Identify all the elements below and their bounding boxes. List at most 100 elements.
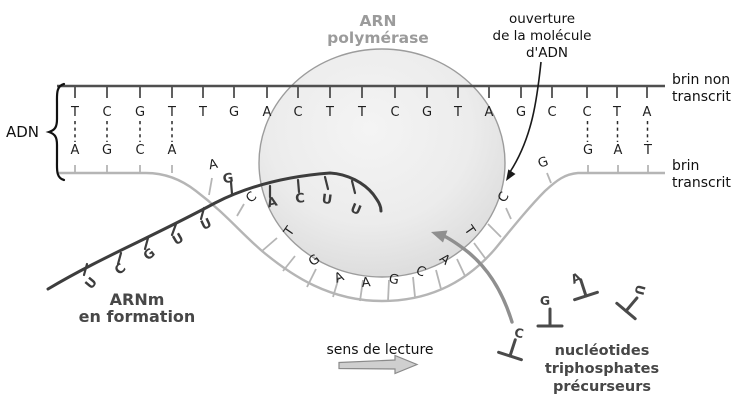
mrna-tick — [143, 236, 150, 251]
template-rung — [261, 237, 278, 252]
nontemplate-base: C — [582, 105, 591, 120]
dna-opening-label-line3: d'ADN — [526, 45, 568, 61]
nontranscribed-strand-label: brin non — [672, 72, 730, 88]
template-base: T — [643, 143, 652, 158]
reading-direction-arrow-icon — [338, 354, 419, 375]
mrna-base: U — [83, 275, 101, 293]
incoming-nucleotide-arrow — [442, 234, 514, 324]
adn-label: ADN — [6, 123, 39, 141]
nontemplate-base: T — [167, 105, 176, 120]
mrna-tick — [116, 251, 123, 266]
nontemplate-base: T — [357, 105, 366, 120]
template-tick — [236, 203, 245, 217]
free-nucleotide-icon — [573, 278, 599, 302]
nucleotides-label-line3: précurseurs — [553, 379, 651, 395]
template-tick — [208, 177, 213, 196]
free-nucleotide-icon — [536, 307, 564, 328]
nucleotide-stem-icon — [508, 338, 517, 358]
mrna-base: G — [222, 171, 235, 187]
template-base: G — [583, 143, 593, 158]
mrna-tick — [229, 180, 234, 196]
template-base: A — [71, 143, 80, 158]
template-rung — [306, 268, 317, 288]
nontemplate-base: A — [485, 105, 494, 120]
dna-opening-arrow — [509, 61, 542, 173]
nontemplate-base: A — [643, 105, 652, 120]
free-nucleotide-base: U — [631, 283, 648, 297]
mrna-tick — [350, 179, 357, 195]
free-nucleotide-icon — [497, 338, 523, 362]
mrna-tick — [82, 262, 89, 277]
transcribed-strand-label-line2: transcrit — [672, 175, 731, 191]
template-base: A — [168, 143, 177, 158]
template-rung — [473, 242, 486, 259]
template-ticks — [74, 165, 649, 220]
template-base: A — [361, 275, 372, 291]
template-rung — [282, 255, 296, 272]
template-base: A — [207, 157, 219, 174]
nontemplate-base: A — [263, 105, 272, 120]
template-base: C — [135, 143, 144, 158]
transcribed-strand-label: brin — [672, 158, 699, 174]
mrna-base: C — [295, 191, 306, 207]
nontemplate-base: T — [70, 105, 79, 120]
template-base: G — [388, 272, 401, 289]
nucleotide-stem-icon — [624, 296, 639, 313]
nucleotides-label-line2: triphosphates — [545, 361, 659, 377]
mrna-base: G — [141, 246, 159, 264]
template-rung — [332, 276, 340, 298]
nontemplate-base: G — [229, 105, 239, 120]
rna-polymerase-label-line2: polymérase — [327, 29, 429, 47]
nontemplate-base: G — [135, 105, 145, 120]
nontemplate-ticks — [74, 87, 648, 98]
template-rung — [359, 279, 364, 302]
mrna-base: U — [170, 231, 187, 249]
dna-opening-label: ouverture — [509, 11, 575, 27]
incoming-nucleotide-arrowhead-icon — [431, 230, 448, 243]
nucleotide-stem-icon — [579, 278, 588, 298]
template-rungs — [261, 223, 502, 302]
dna-opening-label-line2: de la molécule — [493, 28, 592, 44]
template-rung — [387, 279, 390, 302]
nontemplate-base: G — [422, 105, 432, 120]
template-rung — [456, 258, 466, 277]
template-rung — [487, 223, 502, 238]
template-base: G — [536, 154, 551, 172]
mrna-ticks — [82, 175, 357, 277]
template-rung — [412, 276, 416, 298]
nontemplate-base: T — [325, 105, 334, 120]
template-strand-backbone — [57, 171, 665, 303]
template-base: G — [102, 143, 112, 158]
template-base: A — [614, 143, 623, 158]
nucleotides-label: nucléotides — [555, 343, 650, 359]
reading-direction-label: sens de lecture — [326, 342, 433, 358]
nontemplate-base: C — [293, 105, 302, 120]
nontemplate-base: G — [516, 105, 526, 120]
mrna-base: U — [348, 201, 363, 219]
mrna-tick — [296, 178, 301, 194]
dna-opening-arrowhead-icon — [506, 169, 516, 181]
mrna-label-line2: en formation — [79, 307, 196, 326]
template-tick — [546, 172, 552, 184]
mrna-tick — [323, 175, 330, 191]
template-rung — [435, 269, 442, 290]
nontemplate-base: T — [198, 105, 207, 120]
rna-polymerase-label: ARN — [360, 12, 397, 30]
nontemplate-base: C — [102, 105, 111, 120]
free-nucleotide-base: C — [513, 325, 525, 341]
rna-polymerase-body — [258, 48, 506, 278]
nontemplate-base: T — [612, 105, 621, 120]
mrna-base: C — [112, 261, 129, 278]
template-base: C — [243, 189, 260, 206]
nontranscribed-strand-label-line2: transcrit — [672, 89, 731, 105]
mrna-base: U — [198, 216, 214, 234]
free-nucleotide-icon — [615, 296, 639, 321]
mrna-base: U — [321, 192, 333, 208]
mrna-strand — [46, 171, 383, 291]
mrna-label: ARNm — [110, 290, 165, 309]
nontemplate-base: C — [547, 105, 556, 120]
